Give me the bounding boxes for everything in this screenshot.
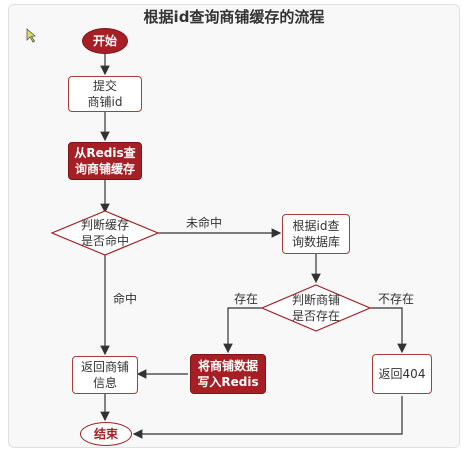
edge-label-exists: 存在	[234, 292, 259, 306]
edge-label-hit: 命中	[113, 292, 138, 306]
mouse-pointer-icon	[26, 28, 36, 43]
query-redis-node: 从Redis查 询商铺缓存	[68, 142, 142, 180]
edge-label-not-exists: 不存在	[378, 292, 415, 306]
return-404-node: 返回404	[372, 354, 432, 394]
write-redis-node: 将商铺数据 写入Redis	[190, 354, 266, 394]
edge-not-exists	[370, 307, 407, 354]
check-shop-diamond	[260, 284, 372, 332]
diagram-title: 根据id查询商铺缓存的流程	[143, 8, 325, 26]
submit-shop-id-node: 提交 商铺id	[68, 76, 142, 112]
edge-404-end	[132, 396, 403, 439]
return-shop-info-node: 返回商铺 信息	[72, 356, 138, 394]
check-cache-diamond	[50, 210, 160, 256]
end-node: 结束	[80, 422, 132, 446]
check-shop-label: 判断商铺 是否存在	[291, 293, 340, 323]
check-cache-label: 判断缓存 是否命中	[80, 218, 129, 248]
edge-exists	[223, 307, 262, 354]
query-database-node: 根据id查 询数据库	[282, 214, 350, 254]
start-node: 开始	[82, 28, 128, 54]
edge-label-miss: 未命中	[186, 216, 223, 230]
